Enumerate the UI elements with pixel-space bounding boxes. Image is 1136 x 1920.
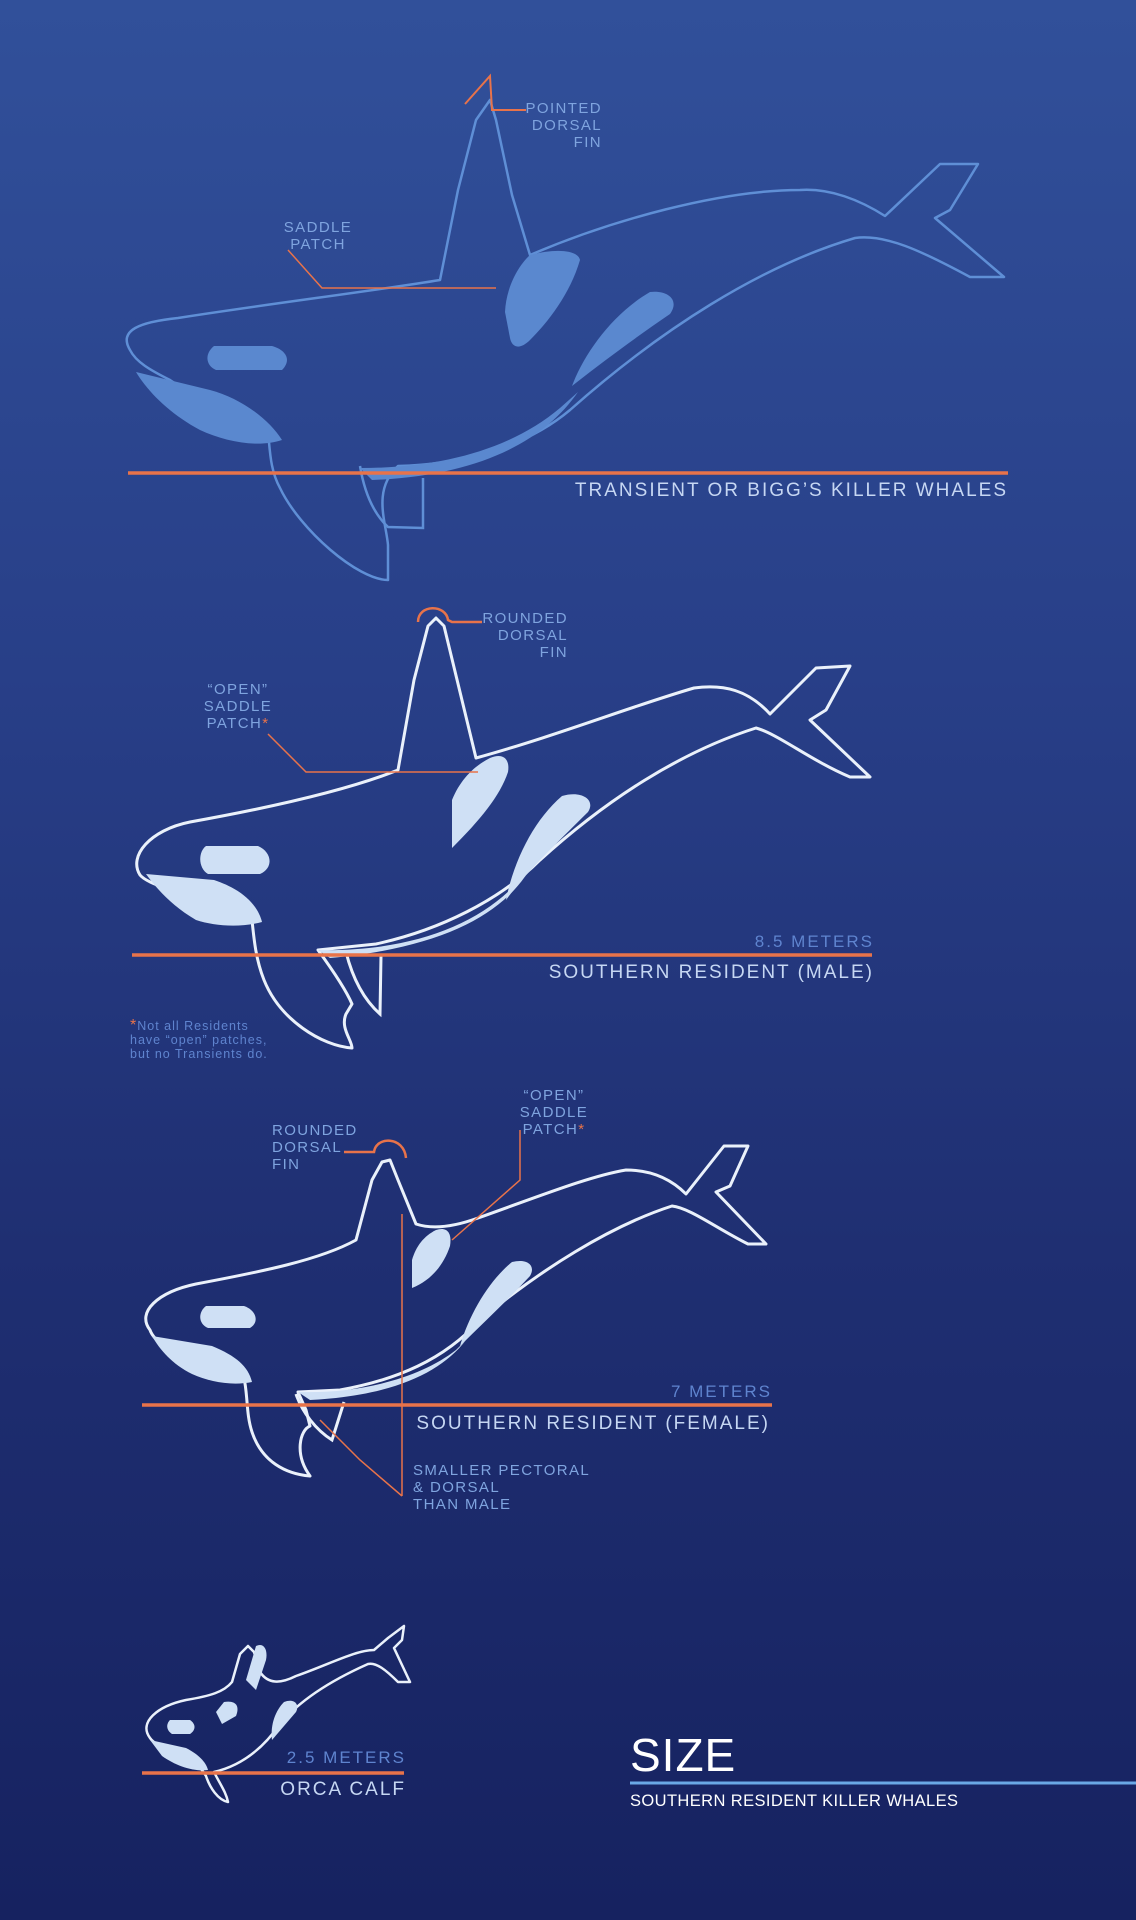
female-saddle-pointer	[451, 1130, 521, 1241]
male-orca	[132, 607, 872, 1050]
transient-saddle-pointer	[287, 249, 496, 289]
note-text: PATCH	[522, 1121, 579, 1138]
note-line: & DORSAL	[413, 1479, 501, 1496]
male-orca-illustration	[135, 616, 872, 1050]
asterisk: *	[262, 715, 270, 732]
note-line: DORSAL	[272, 1139, 343, 1156]
male-footnote: *Not all Residents have “open” patches, …	[130, 1017, 268, 1062]
note-line: DORSAL	[497, 627, 568, 644]
female-orca-illustration	[144, 1144, 768, 1478]
transient-orca-illustration	[125, 98, 1006, 582]
note-line: PATCH*	[506, 1121, 602, 1138]
title-heading: SIZE	[630, 1729, 737, 1781]
note-line: have “open” patches,	[130, 1033, 268, 1047]
asterisk: *	[578, 1121, 586, 1138]
female-dorsal-pointer	[344, 1139, 408, 1159]
note-line: SMALLER PECTORAL	[413, 1462, 591, 1479]
female-saddle-note: “OPEN” SADDLE PATCH*	[506, 1087, 602, 1138]
note-line: POINTED	[525, 100, 602, 117]
female-fins-pointer	[319, 1214, 403, 1497]
note-line: SADDLE	[203, 698, 273, 715]
calf-name: ORCA CALF	[280, 1779, 406, 1800]
transient-dorsal-pointer	[464, 73, 526, 111]
note-line: but no Transients do.	[130, 1047, 268, 1061]
note-line: FIN	[539, 644, 568, 661]
male-dorsal-note: ROUNDED DORSAL FIN	[470, 610, 568, 661]
note-line: SADDLE	[283, 219, 353, 236]
female-orca	[142, 1130, 772, 1497]
note-line: PATCH*	[190, 715, 286, 732]
note-line: FIN	[573, 134, 602, 151]
male-dorsal-pointer	[416, 607, 482, 624]
male-saddle-note: “OPEN” SADDLE PATCH*	[190, 681, 286, 732]
note-text: Not all Residents	[137, 1019, 249, 1033]
female-dorsal-note: ROUNDED DORSAL FIN	[272, 1122, 368, 1173]
calf-length: 2.5 METERS	[286, 1748, 406, 1767]
note-line: ROUNDED	[272, 1122, 358, 1139]
note-line: ROUNDED	[482, 610, 568, 627]
note-line: SADDLE	[519, 1104, 589, 1121]
transient-orca	[125, 73, 1008, 582]
male-length: 8.5 METERS	[754, 932, 874, 951]
asterisk: *	[130, 1017, 138, 1034]
note-line: “OPEN”	[523, 1087, 585, 1104]
male-name: SOUTHERN RESIDENT (MALE)	[548, 962, 874, 983]
female-name: SOUTHERN RESIDENT (FEMALE)	[416, 1413, 770, 1434]
transient-dorsal-note: POINTED DORSAL FIN	[506, 100, 602, 151]
note-line: THAN MALE	[413, 1496, 512, 1513]
calf-orca	[142, 1624, 412, 1804]
transient-name: TRANSIENT OR BIGG’S KILLER WHALES	[574, 480, 1008, 501]
note-line: PATCH	[290, 236, 346, 253]
female-fins-note: SMALLER PECTORAL & DORSAL THAN MALE	[413, 1462, 613, 1513]
note-line: “OPEN”	[207, 681, 269, 698]
note-line: FIN	[272, 1156, 301, 1173]
note-text: PATCH	[206, 715, 263, 732]
note-line: *Not all Residents	[130, 1017, 268, 1034]
female-length: 7 METERS	[670, 1382, 772, 1401]
title-subheading: SOUTHERN RESIDENT KILLER WHALES	[630, 1792, 959, 1810]
transient-saddle-note: SADDLE PATCH	[270, 219, 366, 253]
calf-orca-illustration	[145, 1624, 412, 1804]
note-line: DORSAL	[531, 117, 602, 134]
male-saddle-pointer	[267, 733, 478, 773]
